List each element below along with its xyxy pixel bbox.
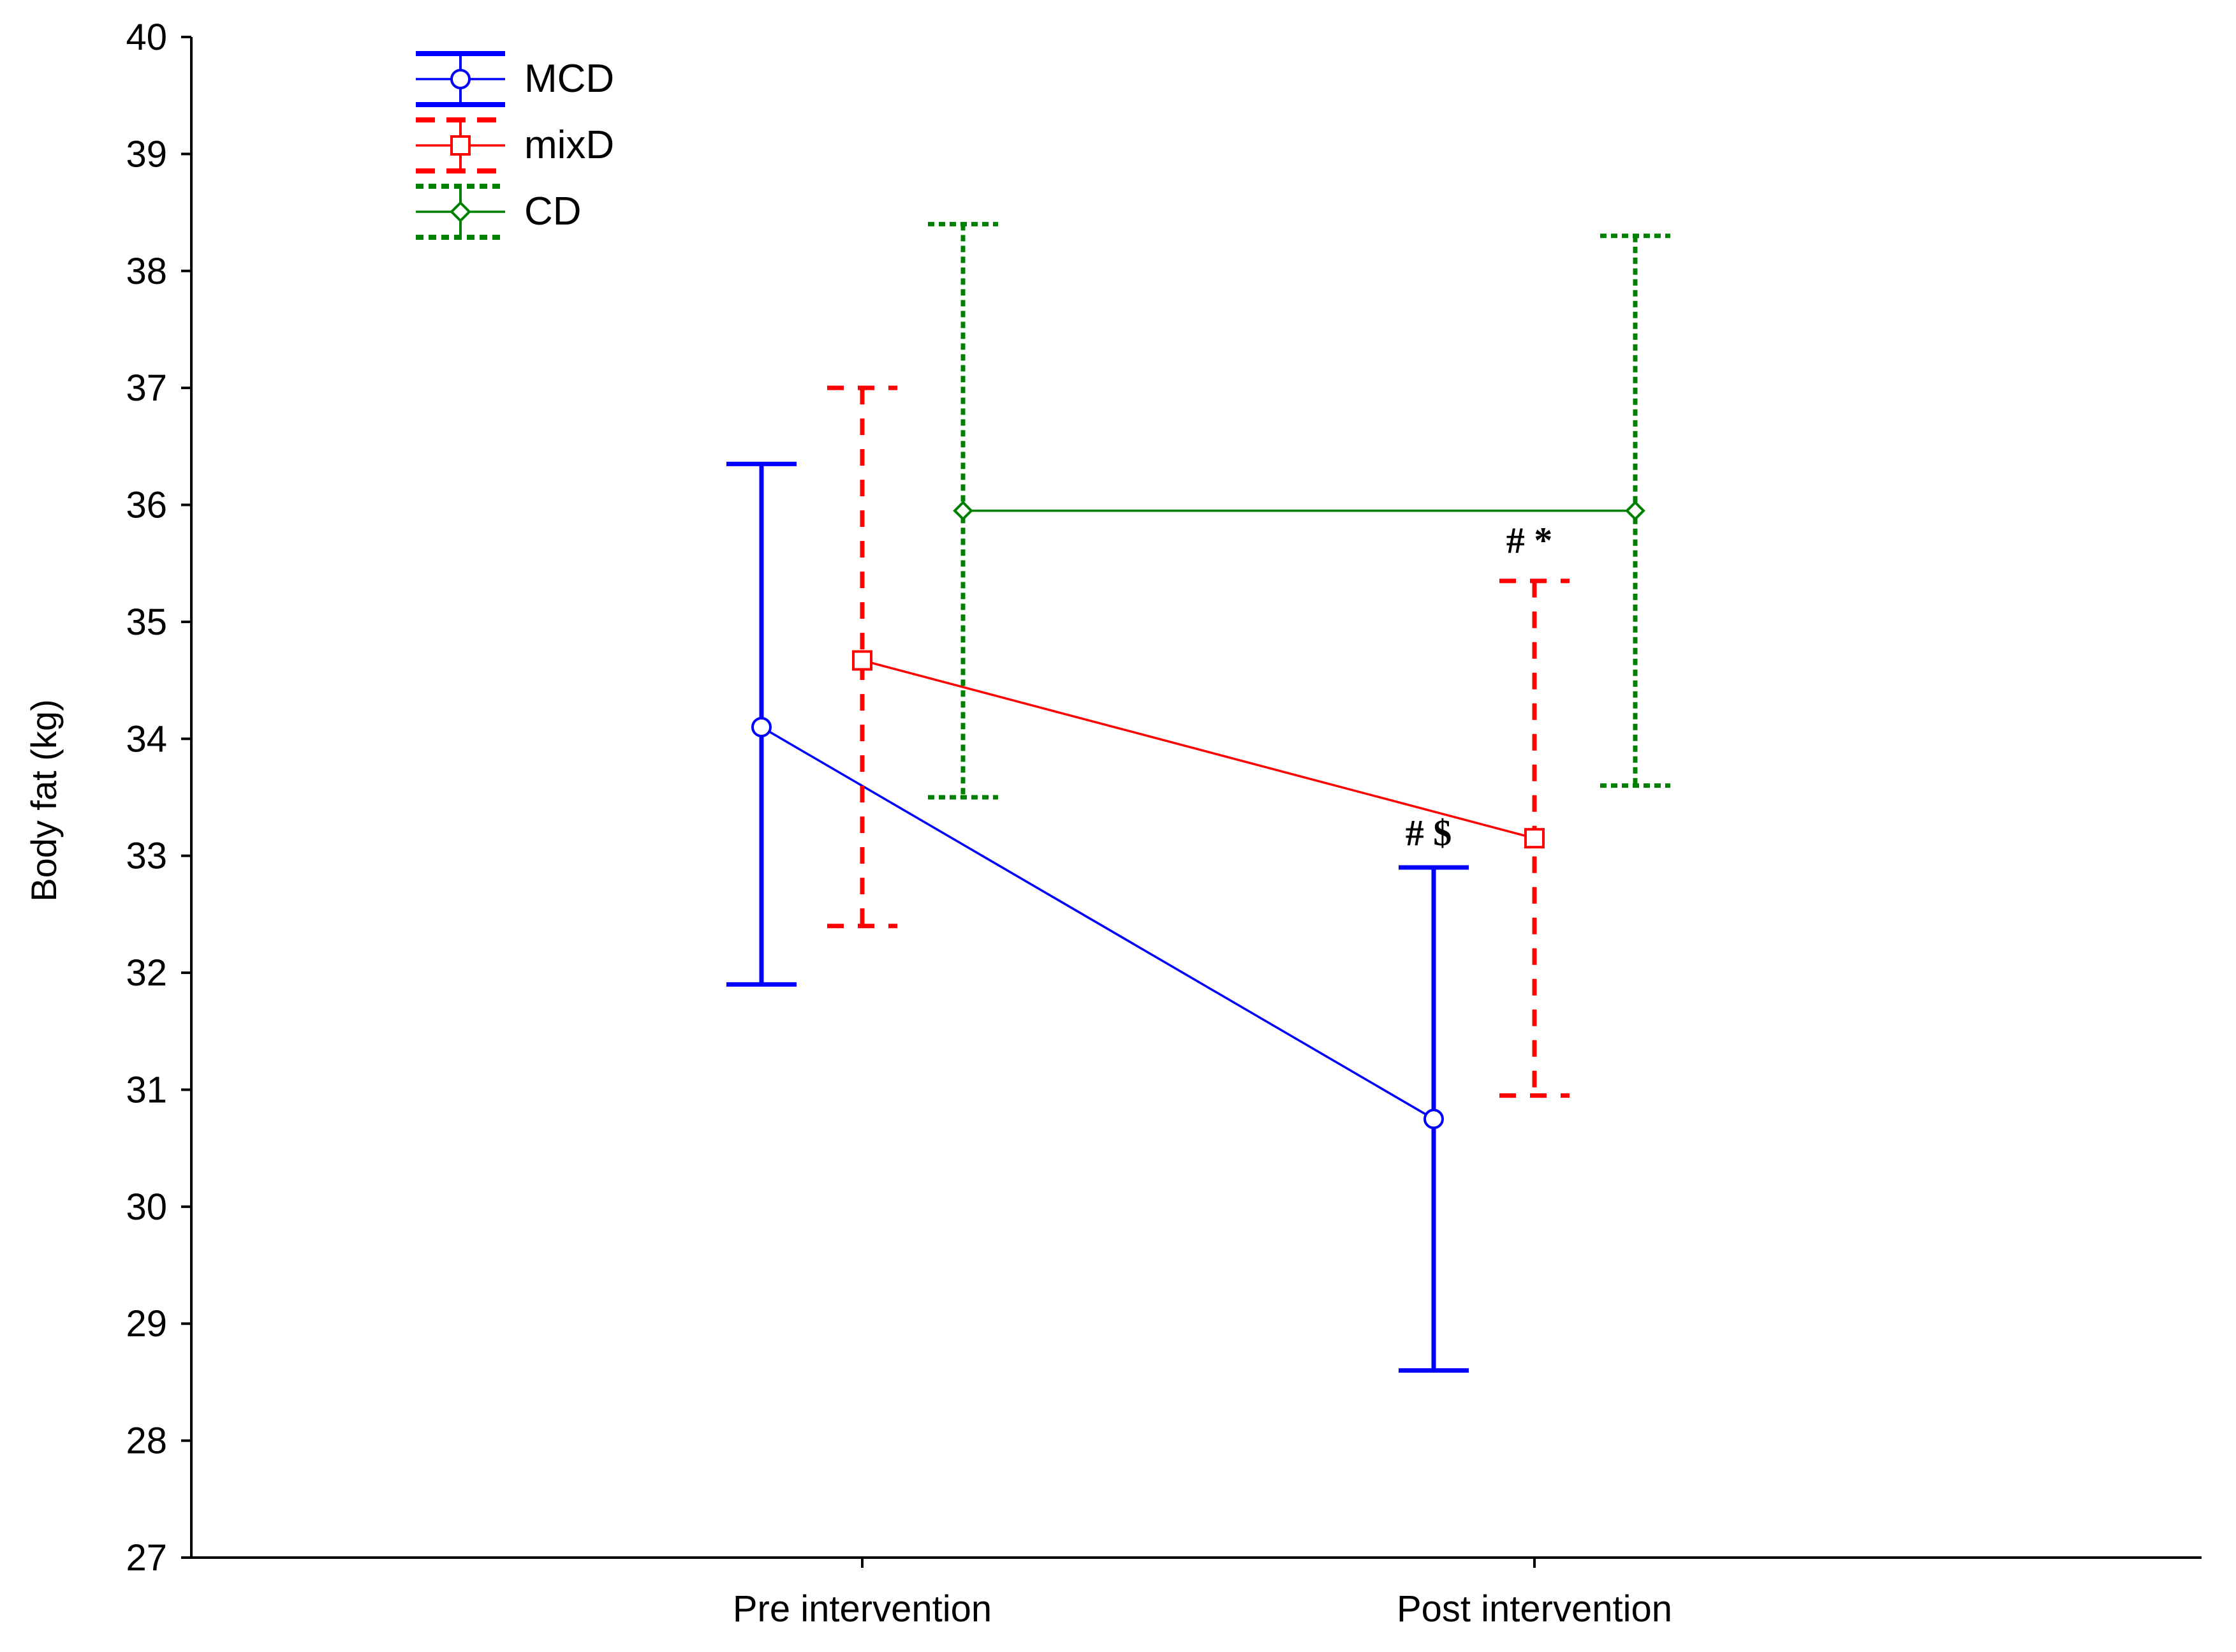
series-marker [1423,1109,1444,1130]
significance-annotation: # * [1506,520,1553,561]
y-tick-label: 38 [126,251,167,292]
significance-annotation: # $ [1406,812,1452,853]
y-tick-label: 29 [126,1303,167,1345]
y-tick-label: 37 [126,367,167,409]
series-marker [1524,828,1545,849]
y-tick-label: 30 [126,1186,167,1228]
legend-label: mixD [524,123,614,167]
y-tick-label: 39 [126,133,167,175]
series-line-MCD [761,726,1434,1120]
annotations: # $ # * [1406,520,1553,853]
series-marker [953,500,973,521]
legend-entry-mixD: mixD [416,117,614,173]
y-tick-label: 28 [126,1420,167,1462]
legend-entry-CD: CD [416,184,582,240]
y-tick-label: 36 [126,485,167,526]
y-tick-label: 40 [126,17,167,58]
x-tick-label: Pre intervention [733,1588,992,1630]
series-layer [726,221,1670,1373]
y-tick-label: 33 [126,836,167,877]
y-tick-label: 32 [126,952,167,994]
legend-label: MCD [524,57,614,101]
legend-label: CD [524,189,582,233]
x-tick-label: Post intervention [1397,1588,1672,1630]
y-tick-label: 35 [126,601,167,643]
series-marker [852,650,872,671]
y-tick-label: 27 [126,1537,167,1579]
series-line-mixD [862,659,1535,839]
y-axis-title: Body fat (kg) [24,699,64,901]
legend: MCD mixD CD [416,51,614,240]
series-marker [450,69,471,89]
series-marker [450,135,471,156]
error-bar-mixD [827,385,897,929]
series-marker [1625,500,1645,521]
legend-entry-MCD: MCD [416,51,614,107]
series-marker [751,716,772,737]
y-tick-label: 31 [126,1069,167,1110]
series-marker [450,201,471,223]
y-tick-label: 34 [126,718,167,760]
